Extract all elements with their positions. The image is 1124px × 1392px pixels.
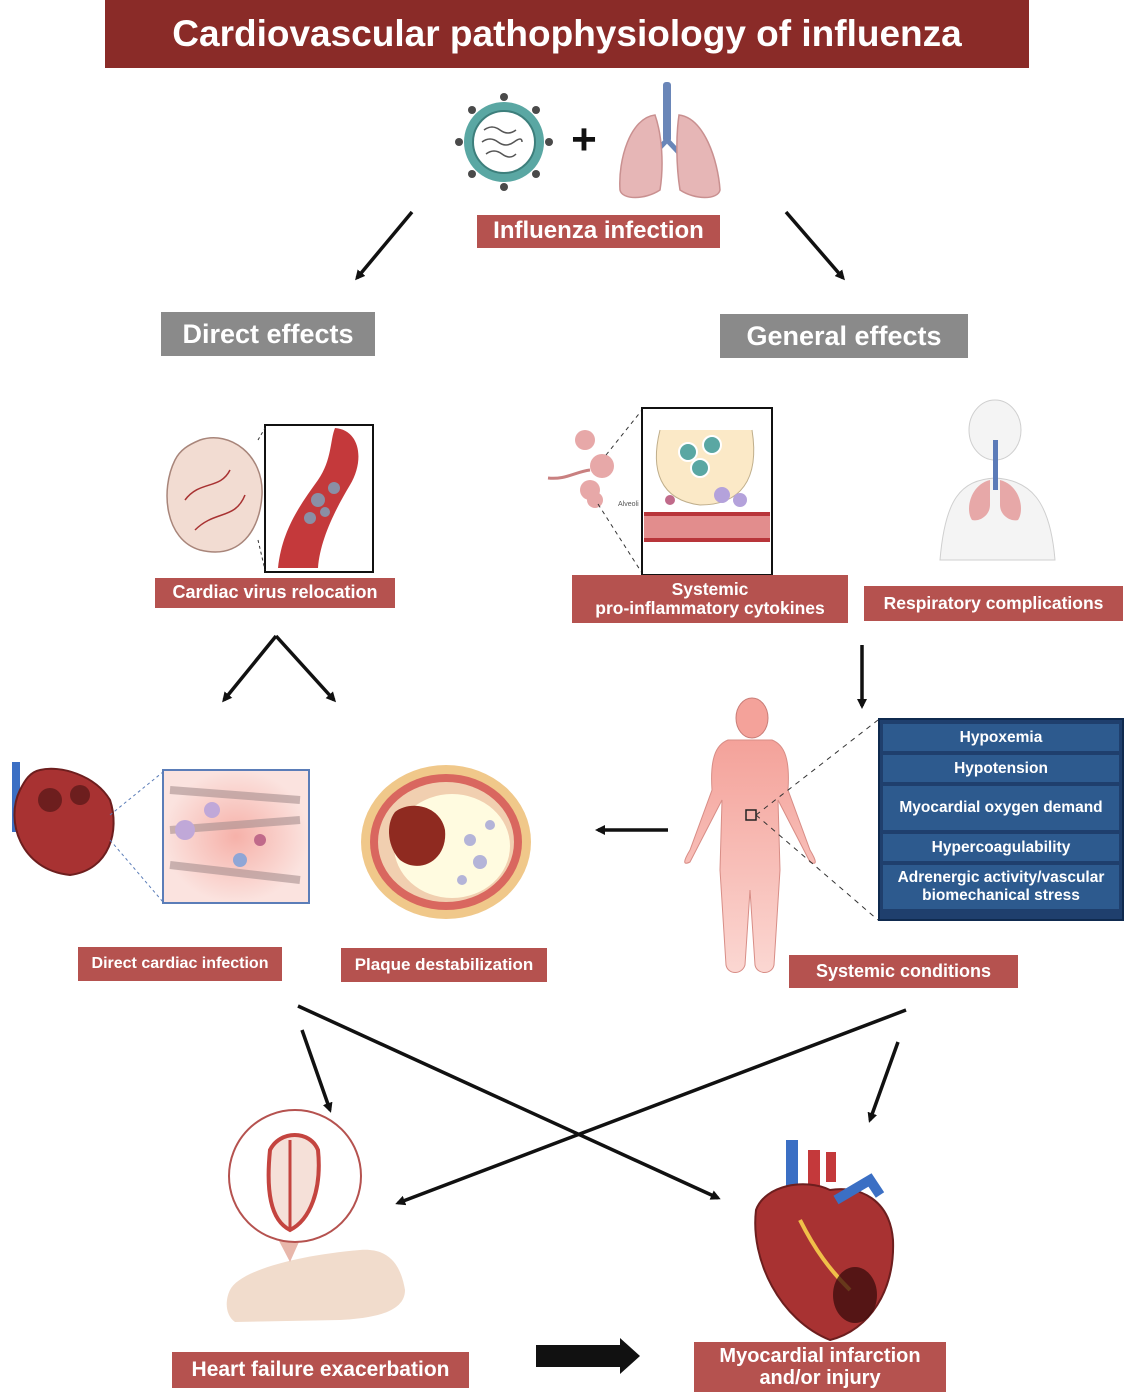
respiratory-complications-label: Respiratory complications (864, 586, 1123, 621)
heart-failure-label: Heart failure exacerbation (172, 1352, 469, 1388)
direct-effects-label: Direct effects (161, 312, 375, 356)
systemic-cytokines-label: Systemic pro-inflammatory cytokines (572, 575, 848, 623)
arrow-left-to-heart-failure (300, 1029, 333, 1113)
heart-failure-illustration (226, 1109, 405, 1322)
condition-oxygen-demand: Myocardial oxygen demand (883, 786, 1119, 830)
influenza-virus-icon (455, 93, 553, 191)
systemic-conditions-list: Hypoxemia Hypotension Myocardial oxygen … (878, 718, 1124, 921)
cardiac-virus-relocation-label: Cardiac virus relocation (155, 578, 395, 608)
condition-hypercoagulability: Hypercoagulability (883, 834, 1119, 861)
arrow-infection-to-direct (355, 210, 414, 281)
arrow-infection-to-general (784, 210, 845, 281)
condition-hypotension: Hypotension (883, 755, 1119, 782)
alveoli-caption: Alveoli (618, 501, 639, 508)
alveoli-cytokines-illustration (547, 407, 773, 576)
arrow-relocation-to-cardiac-infection (222, 634, 278, 703)
arrow-left-to-mi (297, 1004, 721, 1200)
plus-sign: + (571, 115, 597, 164)
page-title: Cardiovascular pathophysiology of influe… (105, 0, 1029, 68)
influenza-infection-label: Influenza infection (477, 215, 720, 248)
hf-to-mi-arrow (536, 1338, 640, 1374)
condition-adrenergic-stress: Adrenergic activity/vascular biomechanic… (883, 865, 1119, 909)
arrow-systemic-to-heart-failure (395, 1008, 907, 1206)
direct-cardiac-infection-illustration (12, 762, 310, 904)
cardiac-virus-relocation-illustration (166, 424, 374, 573)
mi-line2: and/or injury (759, 1367, 881, 1389)
myocardial-infarction-label: Myocardial infarction and/or injury (694, 1342, 946, 1392)
flow-arrows (222, 210, 907, 1206)
respiratory-torso-illustration (939, 399, 1056, 561)
plaque-destabilization-label: Plaque destabilization (341, 948, 547, 982)
systemic-body-illustration (684, 697, 879, 973)
myocardial-infarction-illustration (754, 1140, 895, 1342)
general-effects-label: General effects (720, 314, 968, 358)
condition-hypoxemia: Hypoxemia (883, 724, 1119, 751)
mi-line1: Myocardial infarction (719, 1345, 921, 1367)
systemic-cytokines-line2: pro-inflammatory cytokines (595, 598, 825, 618)
lungs-icon (619, 82, 721, 199)
systemic-cytokines-line1: Systemic (671, 578, 749, 599)
plaque-destabilization-illustration (361, 765, 531, 919)
direct-cardiac-infection-label: Direct cardiac infection (78, 947, 282, 981)
arrow-systemic-to-mi (867, 1041, 900, 1123)
systemic-conditions-label: Systemic conditions (789, 955, 1018, 988)
arrow-relocation-to-plaque (274, 634, 337, 703)
